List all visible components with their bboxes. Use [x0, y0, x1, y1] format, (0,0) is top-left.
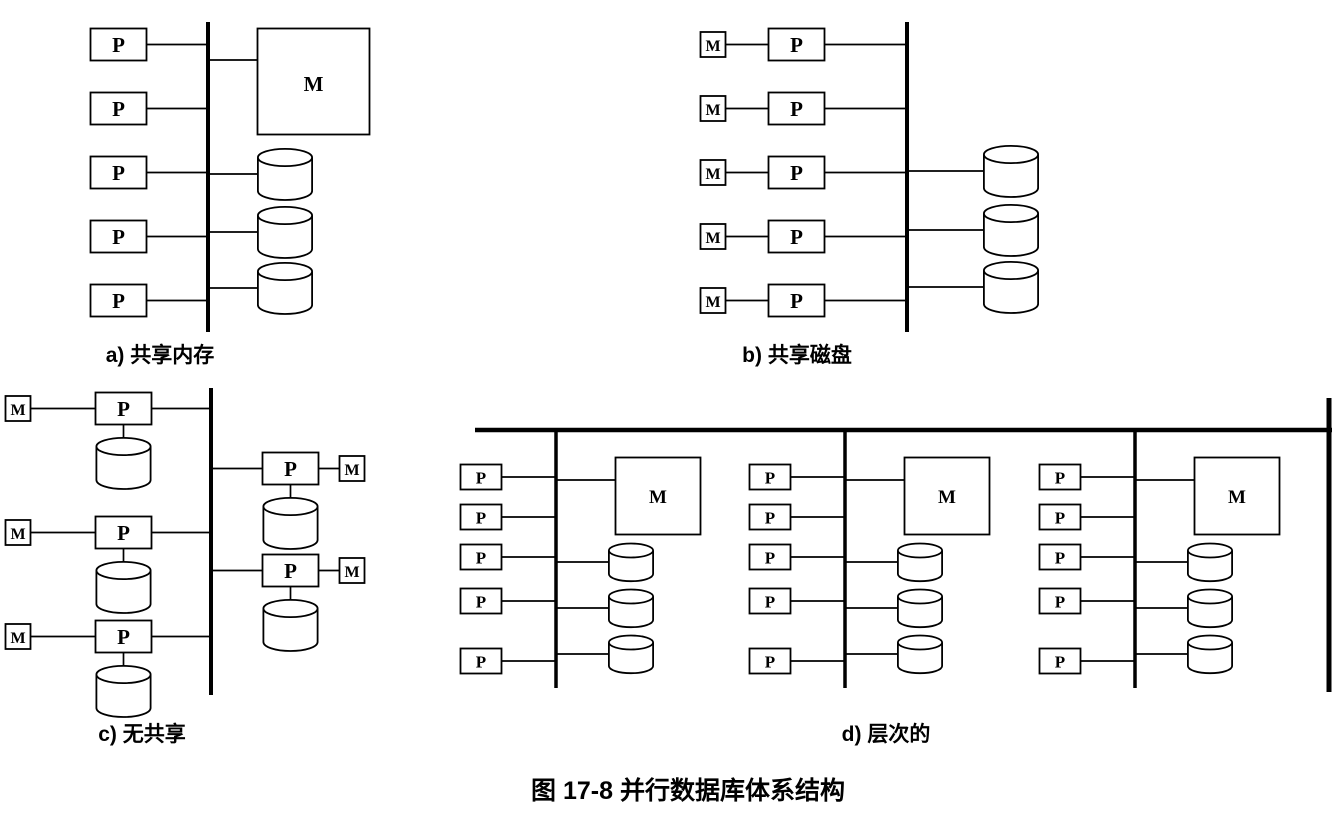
disk-cylinder — [983, 260, 1039, 314]
disk-cylinder — [256, 261, 314, 315]
disk-cylinder — [1187, 588, 1233, 629]
disk-cylinder — [256, 147, 314, 201]
processor-box — [94, 515, 153, 550]
processor-box — [767, 219, 826, 254]
processor-box — [459, 647, 503, 675]
disk-cylinder — [608, 634, 654, 675]
panel-c-shared-nothing: c) 无共享 — [4, 388, 366, 746]
panel-d-hierarchical: d) 层次的 — [459, 398, 1332, 746]
processor-box — [459, 463, 503, 491]
panel-d-caption: d) 层次的 — [842, 722, 931, 746]
panel-a-shared-memory: a) 共享内存 — [89, 22, 371, 367]
panel-d-cluster-2 — [748, 428, 991, 688]
panel-b-connector-lines — [726, 43, 983, 302]
disk-cylinder — [95, 436, 152, 490]
memory-box — [699, 31, 727, 58]
processor-box — [89, 219, 148, 254]
processor-box — [748, 463, 792, 491]
cluster-connector-lines — [502, 476, 615, 662]
processor-box — [1038, 543, 1082, 571]
processor-box — [1038, 503, 1082, 531]
processor-box — [748, 543, 792, 571]
processor-box — [89, 155, 148, 190]
panel-a-caption: a) 共享内存 — [106, 343, 215, 367]
disk-cylinder — [897, 542, 943, 583]
memory-box — [699, 95, 727, 122]
processor-box — [748, 647, 792, 675]
disk-cylinder — [897, 634, 943, 675]
processor-box — [459, 503, 503, 531]
processor-box — [1038, 587, 1082, 615]
memory-box — [4, 519, 32, 546]
panel-c-connector-lines — [31, 407, 339, 675]
processor-box — [767, 91, 826, 126]
processor-box — [89, 27, 148, 62]
processor-box — [89, 283, 148, 318]
disk-cylinder — [95, 665, 152, 718]
figure-title: 图 17-8 并行数据库体系结构 — [531, 776, 845, 805]
processor-box — [459, 587, 503, 615]
panel-d-cluster-3 — [1038, 428, 1281, 688]
disk-cylinder — [1187, 634, 1233, 675]
memory-box — [4, 395, 32, 422]
memory-box — [699, 159, 727, 186]
panel-b-shared-disk: b) 共享磁盘 — [699, 22, 1039, 367]
disk-cylinder — [95, 561, 152, 614]
processor-box — [94, 391, 153, 426]
processor-box — [1038, 647, 1082, 675]
memory-box — [699, 223, 727, 250]
memory-box — [699, 287, 727, 314]
memory-box — [338, 455, 366, 482]
processor-box — [748, 587, 792, 615]
disk-cylinder — [897, 588, 943, 629]
memory-box — [903, 456, 991, 536]
processor-box — [767, 283, 826, 318]
processor-box — [89, 91, 148, 126]
processor-box — [1038, 463, 1082, 491]
disk-cylinder — [608, 588, 654, 629]
processor-box — [261, 553, 320, 588]
memory-box — [256, 27, 371, 136]
disk-cylinder — [262, 496, 319, 550]
processor-box — [94, 619, 153, 654]
disk-cylinder — [1187, 542, 1233, 583]
disk-cylinder — [256, 205, 314, 259]
processor-box — [261, 451, 320, 486]
disk-cylinder — [983, 144, 1039, 198]
panel-b-caption: b) 共享磁盘 — [742, 343, 852, 367]
cluster-connector-lines — [1081, 476, 1194, 662]
disk-cylinder — [608, 542, 654, 583]
processor-box — [748, 503, 792, 531]
processor-box — [767, 155, 826, 190]
panel-c-caption: c) 无共享 — [98, 722, 186, 746]
disk-cylinder — [262, 599, 319, 652]
processor-box — [767, 27, 826, 62]
memory-box — [338, 557, 366, 584]
cluster-connector-lines — [791, 476, 904, 662]
memory-box — [1193, 456, 1281, 536]
panel-a-connector-lines — [147, 43, 257, 302]
processor-box — [459, 543, 503, 571]
memory-box — [4, 623, 32, 650]
memory-box — [614, 456, 702, 536]
disk-cylinder — [983, 203, 1039, 257]
panel-d-cluster-1 — [459, 428, 702, 688]
